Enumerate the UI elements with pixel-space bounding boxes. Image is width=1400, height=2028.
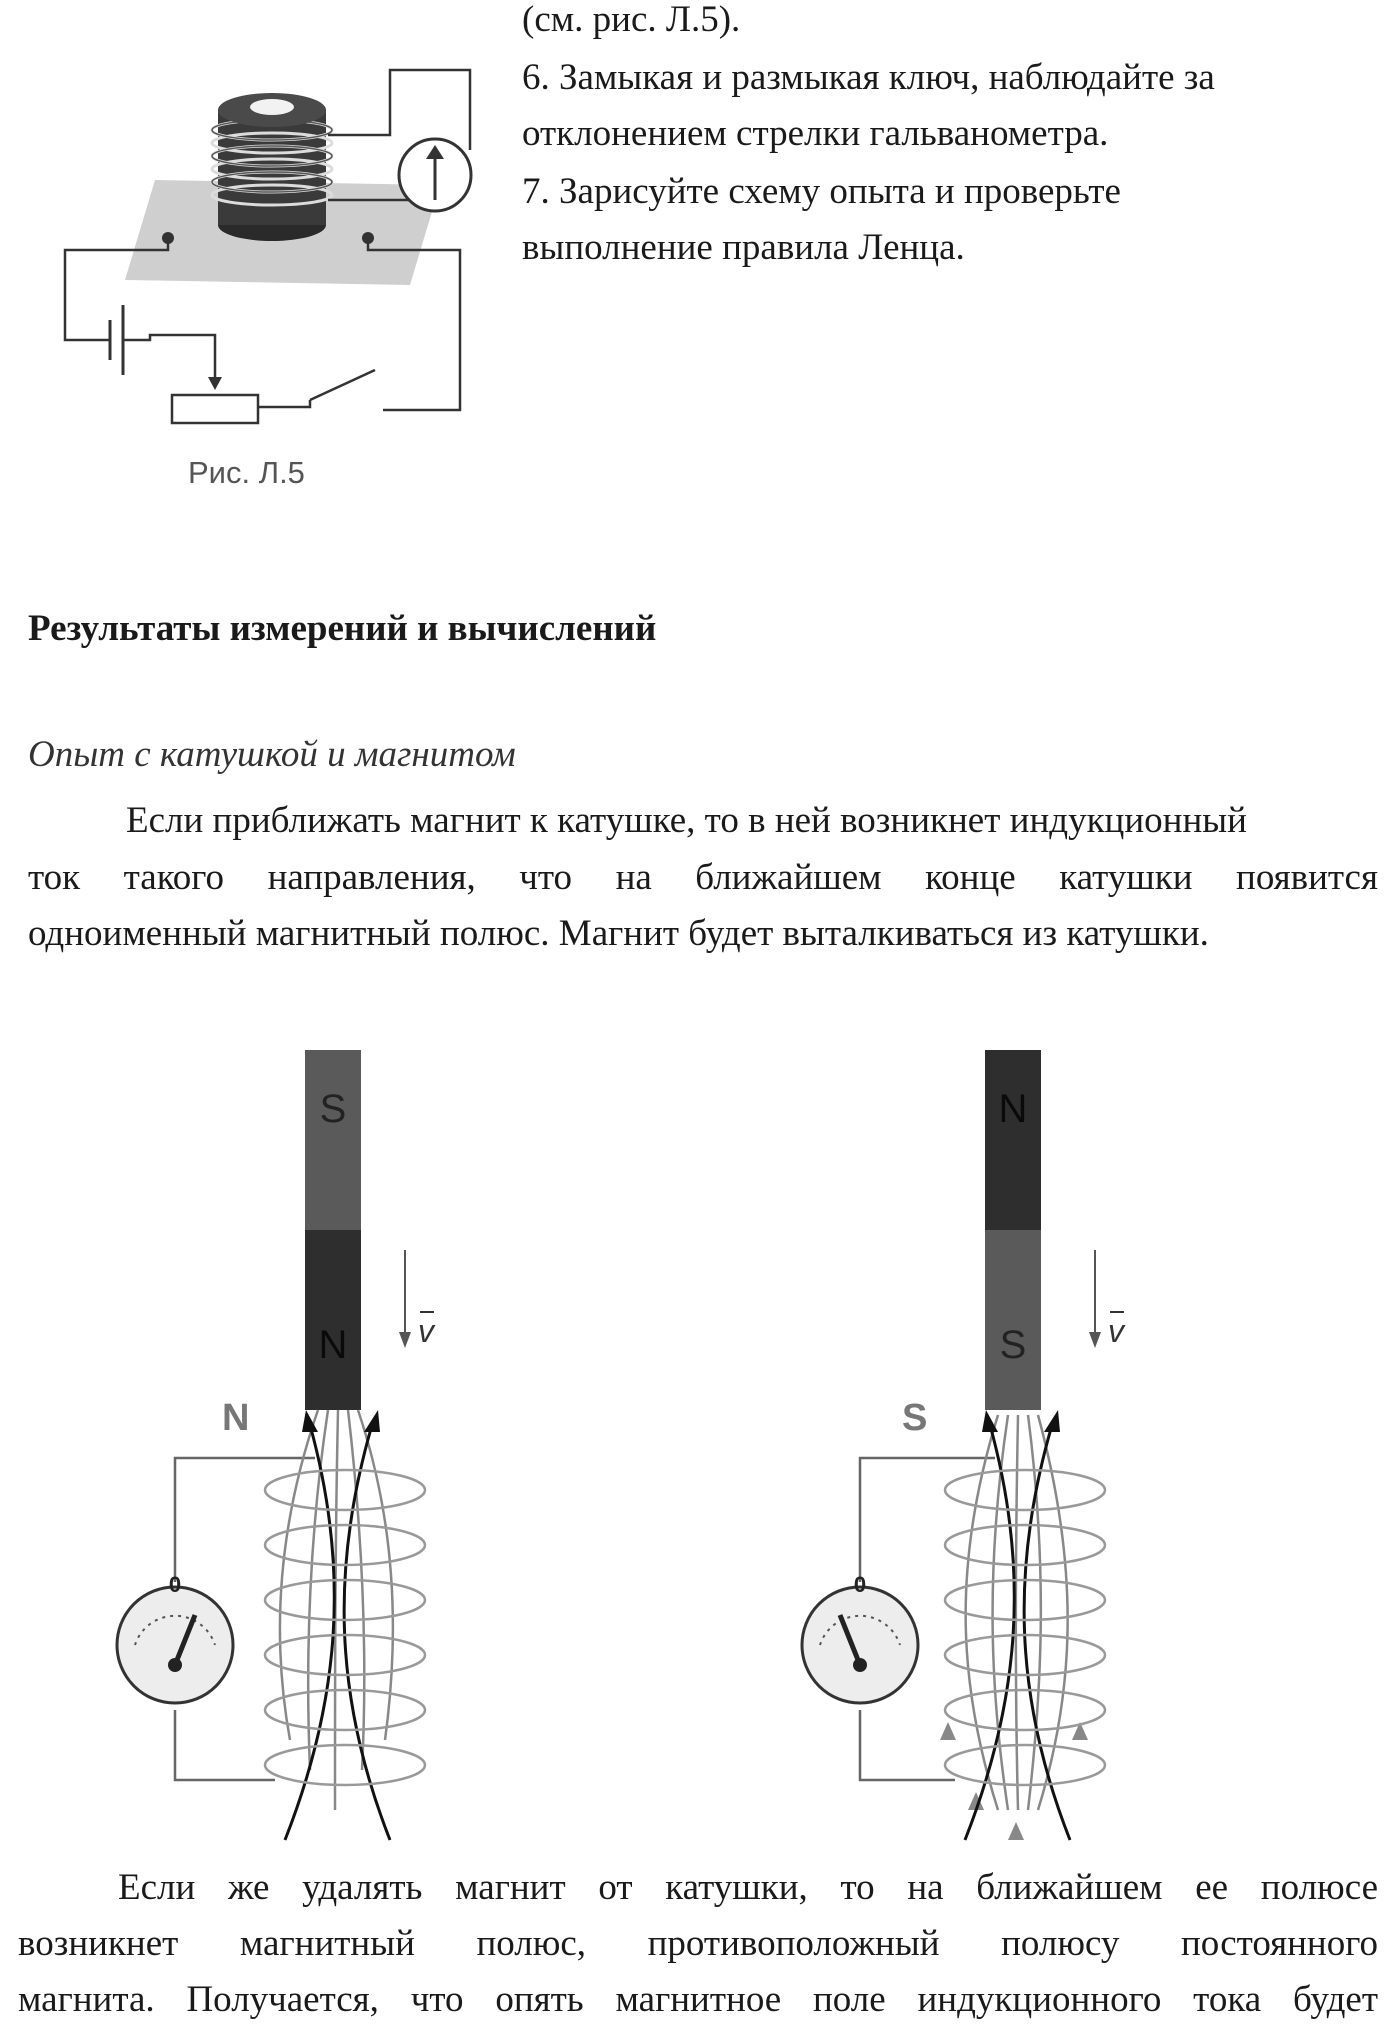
figure-caption: Рис. Л.5 (188, 455, 305, 490)
meter-zero-label: 0 (169, 1572, 181, 1597)
magnet-bottom-half (305, 1230, 361, 1410)
instruction-step-6-cont: отклонением стрелки гальванометра. (522, 113, 1109, 154)
velocity-label: v (1108, 1313, 1126, 1349)
instruction-step-6: 6. Замыкая и размыкая ключ, наблюдайте з… (522, 57, 1215, 98)
instruction-line-0: (см. рис. Л.5). (522, 0, 741, 40)
magnet-top-label: N (999, 1087, 1028, 1131)
paragraph-2-line-1: Если же удалять магнит от катушки, то на… (118, 1867, 1378, 1908)
paragraph-1-line-3: одноименный магнитный полюс. Магнит буде… (28, 913, 1209, 954)
meter-icon (115, 1585, 235, 1705)
paragraph-1-line-2: ток такого направления, что на ближайшем… (28, 857, 1378, 898)
paragraph-1-line-1: Если приближать магнит к катушке, то в н… (126, 800, 1247, 841)
magnet-bottom-half (985, 1230, 1041, 1410)
galvanometer-icon (397, 137, 473, 213)
instruction-step-7: 7. Зарисуйте схему опыта и проверьте (522, 171, 1121, 212)
circuit-figure (63, 68, 473, 425)
magnet-top-half (305, 1050, 361, 1230)
diagram-right: N S v S 0 (800, 1050, 1126, 1841)
paragraph-2-line-3: магнита. Получается, что опять магнитное… (18, 1979, 1378, 2020)
coil-pole-label: S (902, 1397, 927, 1439)
coil-pole-label: N (222, 1397, 249, 1439)
diagram-left: S N v N 0 (115, 1050, 436, 1841)
paragraph-2-line-2: возникнет магнитный полюс, противоположн… (18, 1923, 1378, 1964)
magnet-top-half (985, 1050, 1041, 1230)
magnet-top-label: S (320, 1087, 347, 1131)
meter-zero-label: 0 (854, 1572, 866, 1597)
magnet-bottom-label: S (1000, 1323, 1027, 1367)
instruction-step-7-cont: выполнение правила Ленца. (522, 227, 965, 268)
velocity-label: v (418, 1313, 436, 1349)
subheading: Опыт с катушкой и магнитом (28, 734, 516, 775)
magnet-bottom-label: N (319, 1323, 348, 1367)
section-heading: Результаты измерений и вычислений (28, 608, 657, 649)
meter-icon (800, 1585, 920, 1705)
rheostat (170, 393, 260, 425)
